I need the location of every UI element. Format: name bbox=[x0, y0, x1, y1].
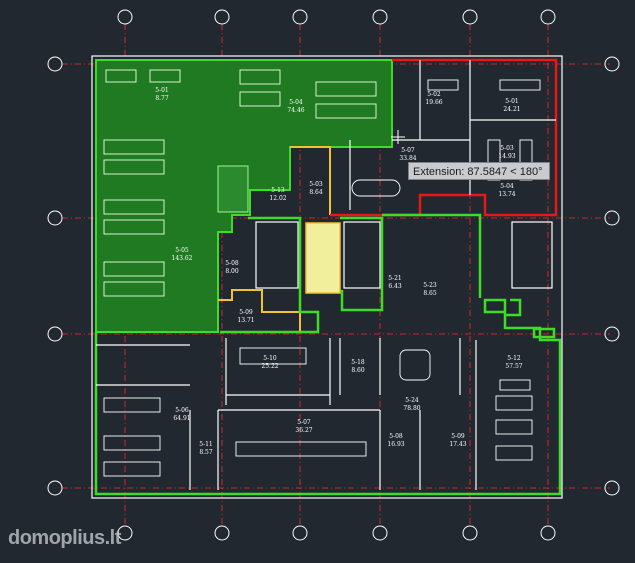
svg-text:5-24: 5-24 bbox=[405, 397, 419, 404]
svg-text:8.00: 8.00 bbox=[225, 268, 239, 275]
core-highlight[interactable] bbox=[305, 222, 341, 294]
svg-text:5-07: 5-07 bbox=[401, 147, 415, 154]
svg-text:5-09: 5-09 bbox=[451, 433, 465, 440]
svg-text:6.43: 6.43 bbox=[388, 283, 402, 290]
svg-text:25.22: 25.22 bbox=[261, 363, 278, 370]
svg-text:5-05: 5-05 bbox=[175, 247, 189, 254]
svg-text:8.57: 8.57 bbox=[199, 449, 213, 456]
room-label: 5-018.77 bbox=[155, 87, 169, 102]
svg-text:8.77: 8.77 bbox=[155, 95, 169, 102]
svg-text:5-01: 5-01 bbox=[505, 98, 518, 105]
svg-text:5-11: 5-11 bbox=[199, 441, 212, 448]
crosshair-cursor bbox=[391, 130, 405, 144]
svg-text:5-01: 5-01 bbox=[155, 87, 168, 94]
green-lease-outline[interactable] bbox=[94, 213, 562, 496]
svg-text:5-03: 5-03 bbox=[309, 181, 323, 188]
furniture bbox=[103, 69, 377, 297]
svg-text:24.21: 24.21 bbox=[503, 106, 520, 113]
svg-text:5-06: 5-06 bbox=[175, 407, 189, 414]
svg-text:5-03: 5-03 bbox=[500, 145, 514, 152]
svg-text:12.02: 12.02 bbox=[269, 195, 286, 202]
svg-text:5-04: 5-04 bbox=[289, 99, 303, 106]
room-label: 5-088.00 bbox=[225, 260, 239, 275]
svg-text:5-09: 5-09 bbox=[239, 309, 253, 316]
svg-text:16.93: 16.93 bbox=[387, 441, 404, 448]
svg-text:57.57: 57.57 bbox=[505, 363, 522, 370]
room-label: 5-238.65 bbox=[423, 282, 437, 297]
svg-text:143.62: 143.62 bbox=[172, 255, 193, 262]
svg-text:5-02: 5-02 bbox=[427, 91, 441, 98]
svg-text:64.91: 64.91 bbox=[173, 415, 190, 422]
svg-text:5-08: 5-08 bbox=[389, 433, 403, 440]
room-label: 5-118.57 bbox=[199, 441, 213, 456]
svg-text:33.84: 33.84 bbox=[399, 155, 416, 162]
svg-text:36.27: 36.27 bbox=[295, 427, 312, 434]
svg-text:8.64: 8.64 bbox=[309, 189, 323, 196]
svg-text:19.66: 19.66 bbox=[425, 99, 442, 106]
svg-text:5-07: 5-07 bbox=[297, 419, 311, 426]
yellow-lease-outline bbox=[218, 146, 331, 333]
svg-text:8.60: 8.60 bbox=[351, 367, 365, 374]
svg-text:14.93: 14.93 bbox=[498, 153, 515, 160]
grid-bubbles bbox=[47, 9, 620, 541]
watermark-logo: domoplius.lt bbox=[8, 527, 121, 549]
svg-text:13.74: 13.74 bbox=[498, 191, 515, 198]
rented-zone[interactable] bbox=[95, 59, 393, 333]
svg-text:5-08: 5-08 bbox=[225, 260, 239, 267]
svg-text:78.80: 78.80 bbox=[403, 405, 420, 412]
svg-text:13.71: 13.71 bbox=[237, 317, 254, 324]
svg-text:5-23: 5-23 bbox=[423, 282, 437, 289]
walls bbox=[91, 55, 563, 499]
extension-tooltip: Extension: 87.5847 < 180° bbox=[408, 162, 550, 180]
room-label: 5-038.64 bbox=[309, 181, 323, 196]
svg-text:17.43: 17.43 bbox=[449, 441, 466, 448]
svg-text:5-18: 5-18 bbox=[351, 359, 365, 366]
svg-text:5-12: 5-12 bbox=[507, 355, 521, 362]
svg-text:74.46: 74.46 bbox=[287, 107, 304, 114]
room-label: 5-216.43 bbox=[388, 275, 402, 290]
svg-text:8.65: 8.65 bbox=[423, 290, 437, 297]
red-lease-outline[interactable] bbox=[330, 58, 558, 217]
svg-text:5-10: 5-10 bbox=[263, 355, 277, 362]
furniture-grey bbox=[103, 79, 541, 477]
svg-text:5-13: 5-13 bbox=[271, 187, 285, 194]
svg-text:5-04: 5-04 bbox=[500, 183, 514, 190]
svg-text:5-21: 5-21 bbox=[388, 275, 401, 282]
room-label: 5-188.60 bbox=[351, 359, 365, 374]
